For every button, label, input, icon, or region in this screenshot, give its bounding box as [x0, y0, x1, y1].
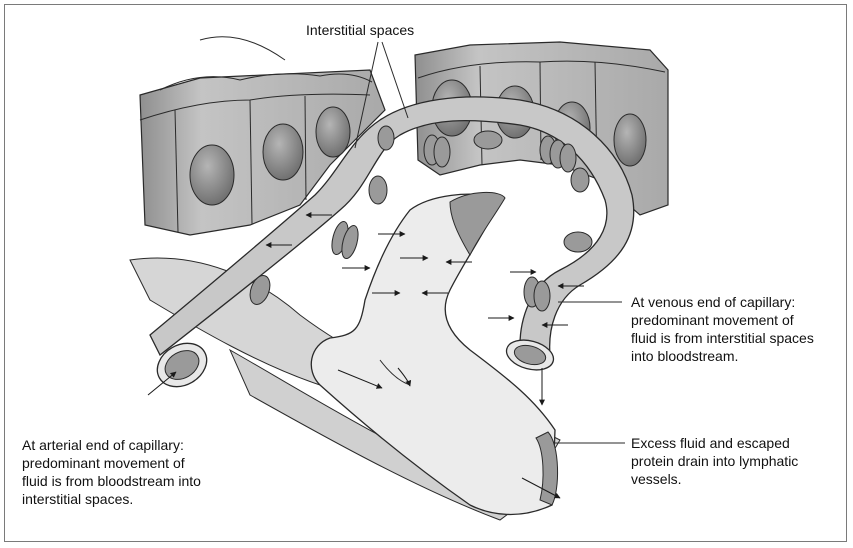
arterial-end-label: At arterial end of capillary: predominan…: [22, 436, 201, 508]
interstitial-spaces-label: Interstitial spaces: [306, 21, 414, 39]
venous-end-label: At venous end of capillary: predominant …: [631, 293, 814, 365]
interstitial-pointer-2: [382, 42, 408, 118]
tissue-cells-left: [140, 37, 385, 235]
lymphatic-drain-label: Excess fluid and escaped protein drain i…: [631, 434, 798, 488]
